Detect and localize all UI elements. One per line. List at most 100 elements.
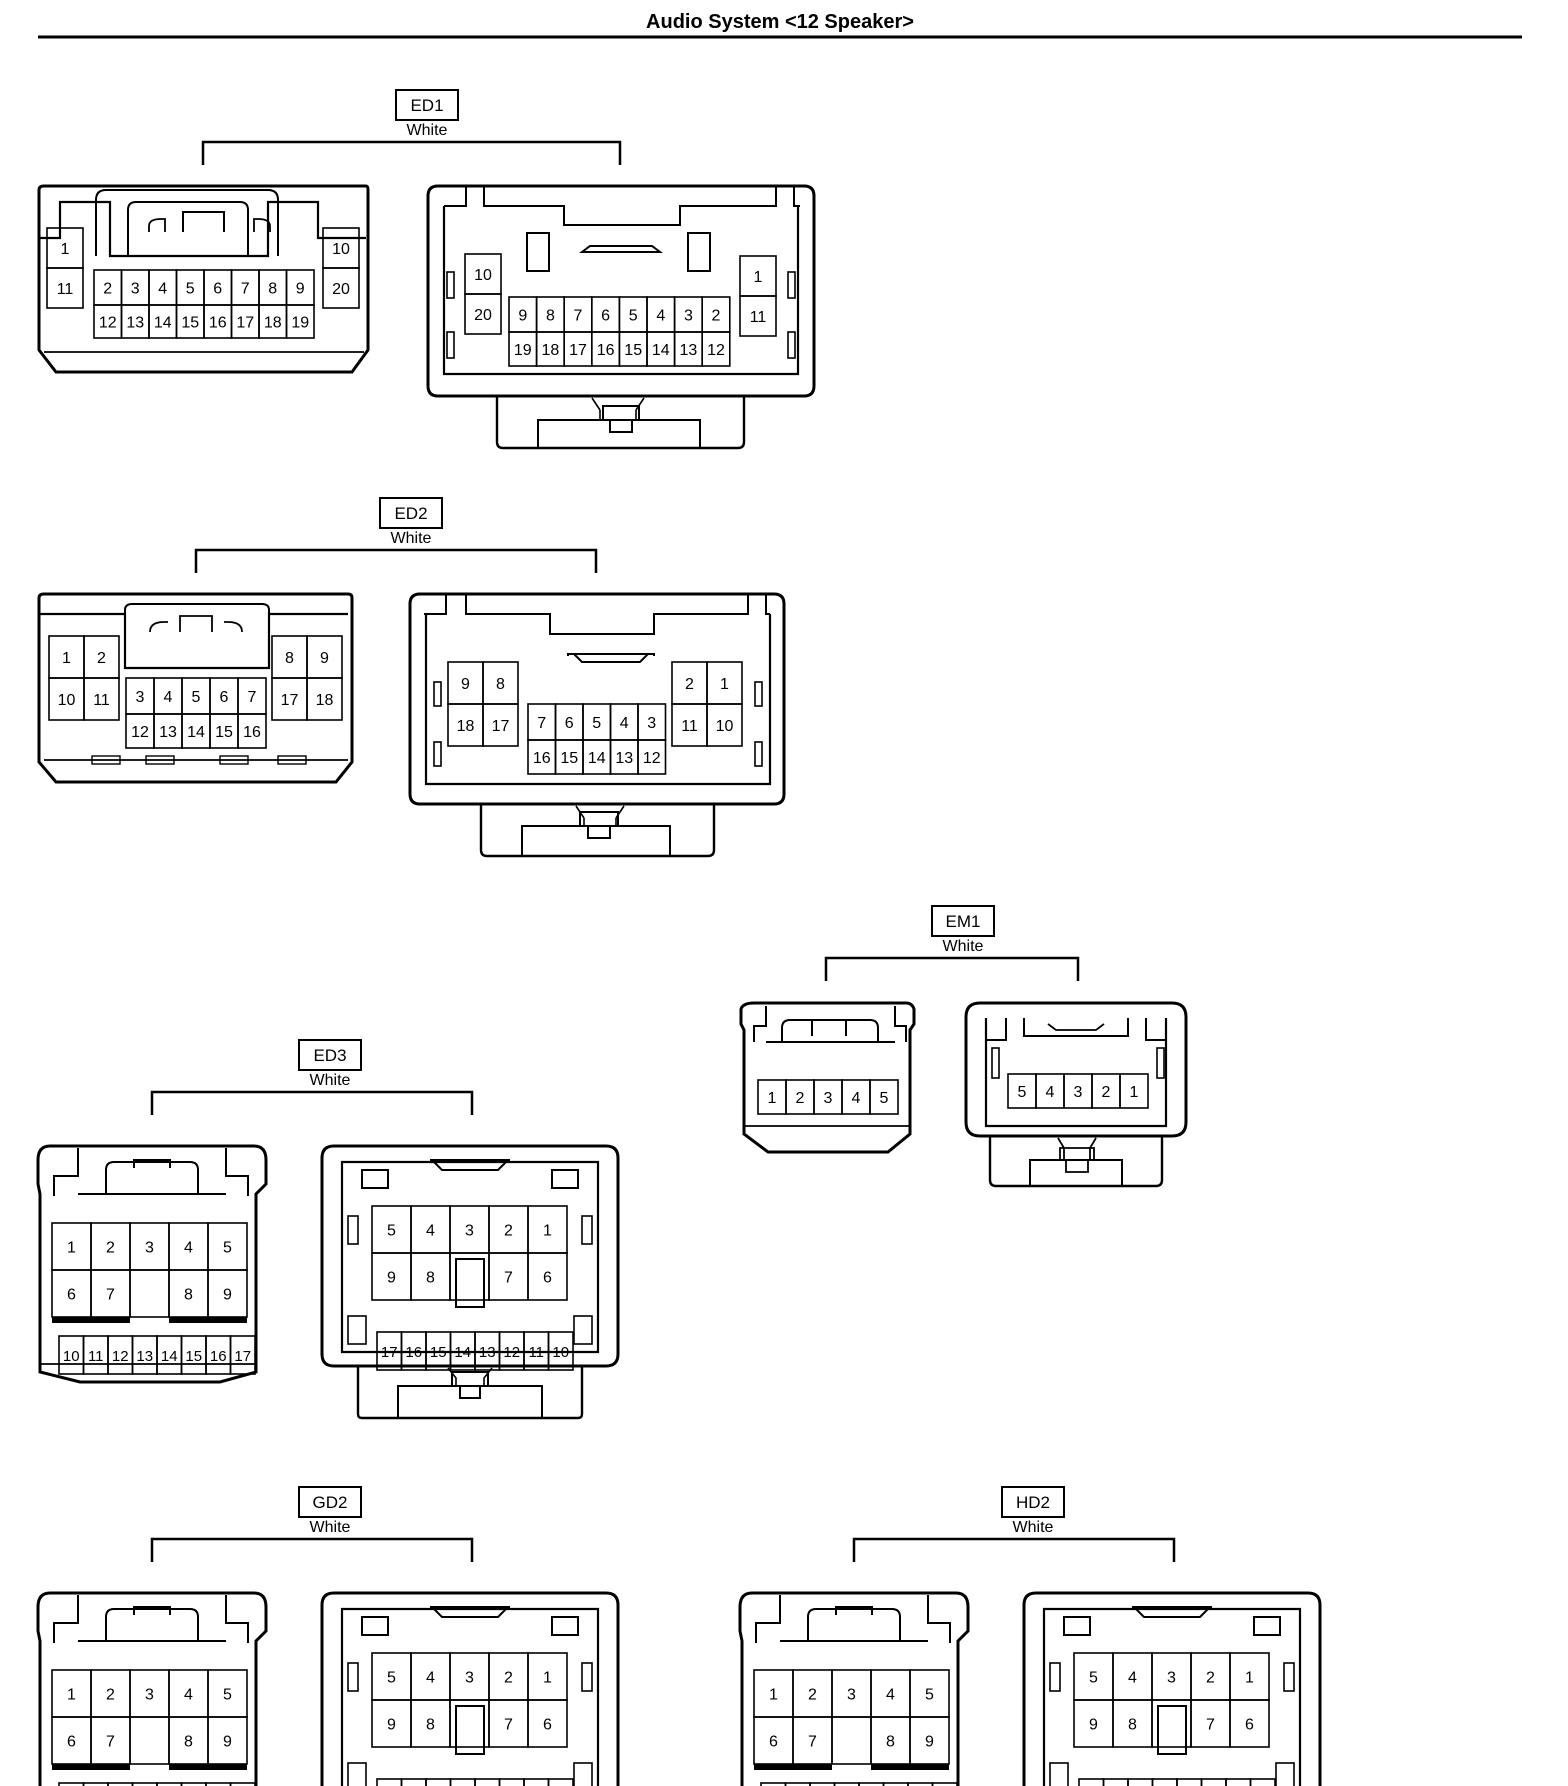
pin-label: 8 bbox=[886, 1734, 895, 1751]
housing-outline bbox=[537, 419, 701, 448]
pin-label: 17 bbox=[492, 718, 510, 735]
housing-part bbox=[573, 1762, 593, 1786]
housing-outline bbox=[444, 186, 800, 226]
pin-label: 6 bbox=[67, 1734, 76, 1751]
pin-label: 20 bbox=[332, 281, 350, 298]
pin-label: 11 bbox=[93, 692, 110, 709]
housing-part bbox=[581, 1215, 593, 1245]
pin-label: 5 bbox=[387, 1670, 396, 1687]
housing-part bbox=[754, 741, 763, 767]
pin-label: 8 bbox=[426, 1270, 435, 1287]
pin-label: 4 bbox=[620, 715, 629, 732]
pin-label: 5 bbox=[880, 1090, 889, 1107]
pin-label: 8 bbox=[184, 1287, 193, 1304]
connector-name: EM1 bbox=[946, 912, 981, 931]
pin-label: 6 bbox=[543, 1717, 552, 1734]
connector-name: ED2 bbox=[394, 504, 427, 523]
housing-outline bbox=[182, 211, 225, 232]
pin-label: 8 bbox=[285, 650, 294, 667]
pin-label: 9 bbox=[1089, 1717, 1098, 1734]
pin-label: 10 bbox=[332, 241, 350, 258]
pin-cell bbox=[1249, 1778, 1276, 1786]
pin-cell bbox=[474, 1778, 501, 1786]
pin-label: 2 bbox=[504, 1670, 513, 1687]
pin-label: 9 bbox=[925, 1734, 934, 1751]
connector-bracket bbox=[824, 956, 1080, 981]
pin-label: 16 bbox=[209, 315, 227, 332]
pin-cell bbox=[1127, 1778, 1154, 1786]
pin-cell bbox=[547, 1331, 574, 1371]
pin-label: 15 bbox=[560, 750, 578, 767]
housing-part bbox=[347, 1762, 367, 1786]
pin-cell bbox=[1225, 1778, 1252, 1786]
housing-outline bbox=[579, 811, 619, 839]
pin-label: 1 bbox=[62, 650, 71, 667]
pin-label: 6 bbox=[543, 1270, 552, 1287]
pin-label: 15 bbox=[624, 342, 642, 359]
pin-cell bbox=[58, 1782, 85, 1786]
pin-cell bbox=[637, 739, 667, 775]
housing-outline bbox=[835, 1606, 873, 1615]
pin-cell bbox=[1176, 1778, 1203, 1786]
pin-label: 13 bbox=[615, 750, 633, 767]
pin-label: 3 bbox=[647, 715, 656, 732]
pin-cell bbox=[739, 295, 777, 337]
pin-label: 2 bbox=[712, 308, 721, 325]
pin-label: 14 bbox=[187, 724, 205, 741]
housing-part bbox=[361, 1616, 389, 1636]
pin-label: 2 bbox=[1206, 1670, 1215, 1687]
pin-label: 17 bbox=[236, 315, 254, 332]
housing-part bbox=[991, 1047, 1000, 1079]
pin-cell bbox=[527, 1699, 568, 1748]
pin-cell bbox=[784, 1782, 811, 1786]
housing-outline bbox=[591, 397, 645, 420]
housing-outline bbox=[811, 1019, 847, 1036]
pin-label: 1 bbox=[61, 241, 70, 258]
housing-outline bbox=[397, 1385, 543, 1418]
pin-cell bbox=[82, 1782, 109, 1786]
housing-part bbox=[433, 741, 442, 767]
pin-label: 7 bbox=[574, 308, 583, 325]
pin-label: 16 bbox=[533, 750, 551, 767]
pin-label: 1 bbox=[769, 1687, 778, 1704]
pin-label: 9 bbox=[223, 1287, 232, 1304]
housing-outline bbox=[53, 1148, 249, 1196]
pin-label: 5 bbox=[925, 1687, 934, 1704]
housing-outline bbox=[986, 1018, 1166, 1041]
pin-label: 4 bbox=[184, 1687, 193, 1704]
connector-color: White bbox=[310, 1072, 351, 1089]
pin-label: 6 bbox=[1245, 1717, 1254, 1734]
housing-part bbox=[145, 755, 175, 765]
pin-label: 4 bbox=[656, 308, 665, 325]
pin-label: 7 bbox=[241, 281, 250, 298]
housing-outline bbox=[755, 1595, 951, 1643]
connector-bracket bbox=[852, 1537, 1176, 1562]
housing-outline bbox=[133, 1159, 171, 1168]
housing-outline bbox=[579, 245, 663, 253]
housing-outline bbox=[408, 592, 786, 806]
housing-part bbox=[91, 755, 121, 765]
connector-bracket bbox=[201, 140, 622, 165]
pin-cell bbox=[46, 267, 84, 309]
pin-cell bbox=[237, 713, 267, 749]
pin-label: 13 bbox=[680, 342, 698, 359]
connector-bracket bbox=[150, 1090, 474, 1115]
pin-label: 1 bbox=[67, 1687, 76, 1704]
housing-part bbox=[347, 1215, 359, 1245]
pin-label: 5 bbox=[223, 1687, 232, 1704]
housing-outline bbox=[133, 1606, 171, 1615]
housing-outline bbox=[36, 1144, 268, 1384]
pin-label: 6 bbox=[67, 1287, 76, 1304]
connector-color: White bbox=[391, 530, 432, 547]
pin-label: 1 bbox=[1245, 1670, 1254, 1687]
pin-label: 17 bbox=[234, 1348, 251, 1365]
pin-label: 1 bbox=[67, 1240, 76, 1257]
pin-label: 8 bbox=[184, 1734, 193, 1751]
housing-outline bbox=[451, 1371, 489, 1399]
pin-label: 15 bbox=[181, 315, 199, 332]
pin-label: 3 bbox=[465, 1223, 474, 1240]
pin-label: 8 bbox=[546, 308, 555, 325]
